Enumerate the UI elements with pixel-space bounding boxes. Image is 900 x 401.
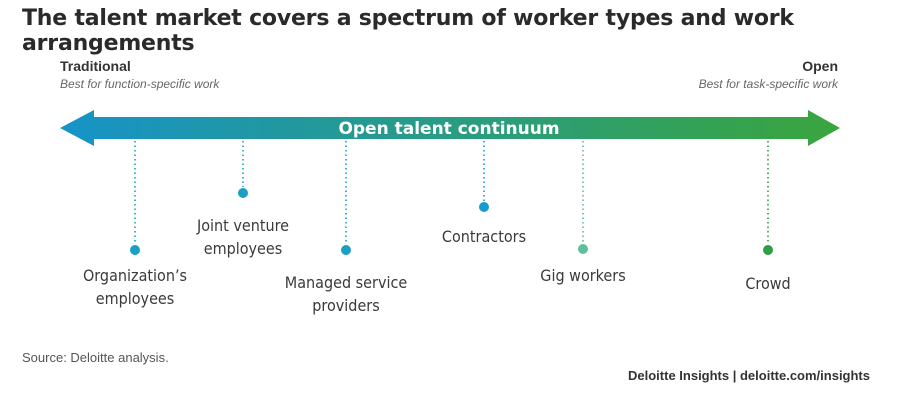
traditional-label: Traditional bbox=[60, 58, 131, 74]
traditional-end-label: Traditional Best for function-specific w… bbox=[60, 58, 219, 91]
node-label-line: Organization’s bbox=[82, 266, 188, 285]
node-dot-organizations-employees bbox=[130, 245, 140, 255]
chart-title: The talent market covers a spectrum of w… bbox=[22, 6, 794, 56]
node-label-gig-workers: Gig workers bbox=[540, 264, 625, 287]
publisher-credit: Deloitte Insights | deloitte.com/insight… bbox=[628, 368, 870, 383]
node-label-line: employees bbox=[203, 239, 283, 258]
node-label-line: Gig workers bbox=[540, 266, 626, 285]
node-label-joint-venture-employees: Joint venture employees bbox=[197, 214, 289, 260]
node-label-managed-service-providers: Managed service providers bbox=[285, 271, 407, 317]
node-dot-managed-service-providers bbox=[341, 245, 351, 255]
node-label-line: employees bbox=[95, 289, 175, 308]
open-description: Best for task-specific work bbox=[698, 77, 838, 91]
node-label-crowd: Crowd bbox=[745, 272, 790, 295]
node-label-line: Joint venture bbox=[196, 216, 290, 235]
node-dot-gig-workers bbox=[578, 244, 588, 254]
node-label-line: Managed service bbox=[284, 273, 408, 292]
node-dot-crowd bbox=[763, 245, 773, 255]
node-label-organizations-employees: Organization’s employees bbox=[83, 264, 187, 310]
node-label-line: providers bbox=[312, 296, 380, 315]
node-label-line: Crowd bbox=[745, 274, 791, 293]
continuum-arrow bbox=[60, 110, 840, 146]
source-note: Source: Deloitte analysis. bbox=[22, 350, 169, 365]
node-dot-contractors bbox=[479, 202, 489, 212]
node-label-line: Contractors bbox=[441, 227, 527, 246]
node-label-contractors: Contractors bbox=[442, 225, 526, 248]
traditional-description: Best for function-specific work bbox=[60, 77, 220, 91]
open-label: Open bbox=[802, 58, 838, 74]
node-dot-joint-venture-employees bbox=[238, 188, 248, 198]
continuum-label: Open talent continuum bbox=[338, 119, 559, 139]
open-end-label: Open Best for task-specific work bbox=[699, 58, 838, 91]
